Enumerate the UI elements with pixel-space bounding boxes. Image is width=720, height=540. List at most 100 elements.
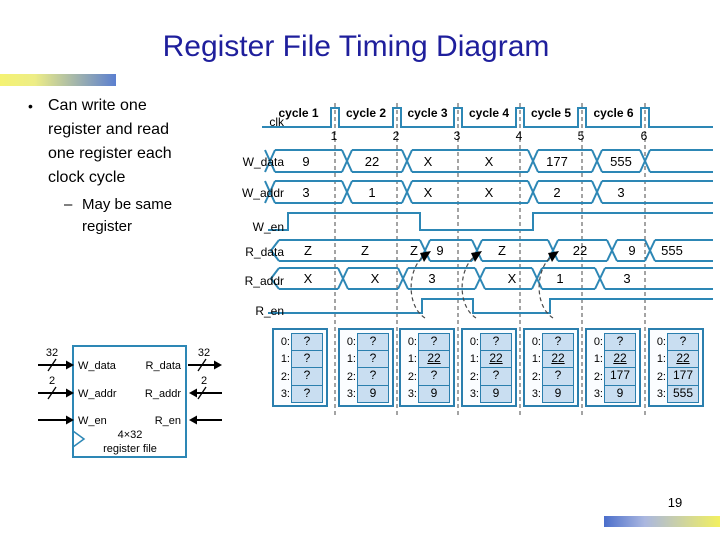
register-cell: ? — [357, 368, 389, 386]
arrowhead-icon — [66, 360, 74, 370]
svg-text:R_en: R_en — [155, 415, 181, 427]
svg-text:2: 2 — [201, 375, 207, 387]
svg-text:W_en: W_en — [253, 220, 284, 234]
register-index-label: 3: — [346, 388, 356, 401]
register-cell: 22 — [542, 350, 574, 368]
svg-text:X: X — [485, 154, 494, 169]
top-left-accent-bar — [0, 74, 116, 86]
svg-text:9: 9 — [628, 243, 635, 258]
svg-text:177: 177 — [546, 154, 568, 169]
svg-text:3: 3 — [623, 271, 630, 286]
arrowhead-icon — [548, 251, 559, 262]
svg-text:1: 1 — [556, 271, 563, 286]
register-table: 0:?1:?2:?3:9 — [338, 328, 394, 407]
register-row: 1:22 — [403, 350, 450, 368]
register-row: 3:555 — [652, 385, 699, 403]
register-cell: ? — [357, 333, 389, 351]
bullet-text: Can write one register and read one regi… — [48, 97, 172, 186]
register-index-label: 2: — [531, 370, 541, 383]
register-index-label: 2: — [346, 370, 356, 383]
bullet-item: • Can write one register and read one re… — [28, 94, 218, 190]
register-cell: ? — [418, 333, 450, 351]
register-row: 1:22 — [589, 350, 636, 368]
svg-text:R_en: R_en — [255, 304, 284, 318]
svg-text:Z: Z — [304, 243, 312, 258]
register-row: 0:? — [652, 333, 699, 351]
svg-text:555: 555 — [610, 154, 632, 169]
register-table: 0:?1:?2:?3:? — [272, 328, 328, 407]
register-row: 1:22 — [652, 350, 699, 368]
register-row: 1:22 — [465, 350, 512, 368]
register-row: 3:9 — [342, 385, 389, 403]
register-index-label: 0: — [407, 335, 417, 348]
register-row: 1:22 — [527, 350, 574, 368]
svg-text:3: 3 — [617, 185, 624, 200]
svg-text:3: 3 — [454, 129, 461, 143]
register-index-label: 3: — [407, 388, 417, 401]
svg-text:register file: register file — [103, 443, 157, 455]
register-cell: ? — [291, 350, 323, 368]
sub-bullet-text: May be same register — [82, 196, 173, 235]
register-row: 0:? — [465, 333, 512, 351]
svg-text:W_en: W_en — [78, 415, 107, 427]
svg-text:2: 2 — [553, 185, 560, 200]
arrowhead-icon — [471, 251, 482, 262]
svg-text:cycle 4: cycle 4 — [469, 106, 509, 120]
sub-bullet-item: – May be same register — [64, 194, 218, 238]
arrowhead-icon — [66, 388, 74, 398]
svg-text:555: 555 — [661, 243, 683, 258]
register-index-label: 3: — [531, 388, 541, 401]
register-row: 3:9 — [527, 385, 574, 403]
svg-text:9: 9 — [436, 243, 443, 258]
svg-text:cycle 3: cycle 3 — [407, 106, 447, 120]
register-index-label: 1: — [656, 353, 666, 366]
register-cell: 22 — [480, 350, 512, 368]
register-index-label: 1: — [280, 353, 290, 366]
sub-bullet-marker: – — [64, 196, 73, 213]
signal-w_en: W_en — [253, 212, 713, 234]
svg-text:22: 22 — [573, 243, 587, 258]
register-cell: ? — [480, 333, 512, 351]
register-row: 0:? — [527, 333, 574, 351]
register-index-label: 2: — [469, 370, 479, 383]
register-index-label: 2: — [280, 370, 290, 383]
arrowhead-icon — [420, 251, 431, 262]
register-row: 2:? — [527, 368, 574, 386]
register-index-label: 2: — [656, 370, 666, 383]
svg-text:R_addr: R_addr — [245, 274, 284, 288]
svg-text:W_data: W_data — [78, 360, 117, 372]
register-cell: 22 — [418, 350, 450, 368]
svg-text:Z: Z — [498, 243, 506, 258]
svg-text:2: 2 — [393, 129, 400, 143]
svg-text:X: X — [485, 185, 494, 200]
svg-text:W_addr: W_addr — [78, 388, 117, 400]
register-index-label: 0: — [531, 335, 541, 348]
register-cell: ? — [667, 333, 699, 351]
svg-text:4: 4 — [516, 129, 523, 143]
register-index-label: 2: — [407, 370, 417, 383]
svg-text:R_data: R_data — [245, 245, 284, 259]
signal-r_en: R_en — [255, 298, 713, 318]
svg-text:cycle 1: cycle 1 — [278, 106, 318, 120]
register-cell: ? — [604, 333, 636, 351]
svg-text:X: X — [508, 271, 517, 286]
register-cell: 9 — [604, 385, 636, 403]
svg-text:1: 1 — [331, 129, 338, 143]
register-cell: ? — [291, 368, 323, 386]
register-index-label: 1: — [593, 353, 603, 366]
register-row: 2:177 — [589, 368, 636, 386]
register-row: 2:? — [276, 368, 323, 386]
svg-text:Z: Z — [361, 243, 369, 258]
register-index-label: 0: — [280, 335, 290, 348]
register-row: 3:? — [276, 385, 323, 403]
register-row: 2:? — [342, 368, 389, 386]
